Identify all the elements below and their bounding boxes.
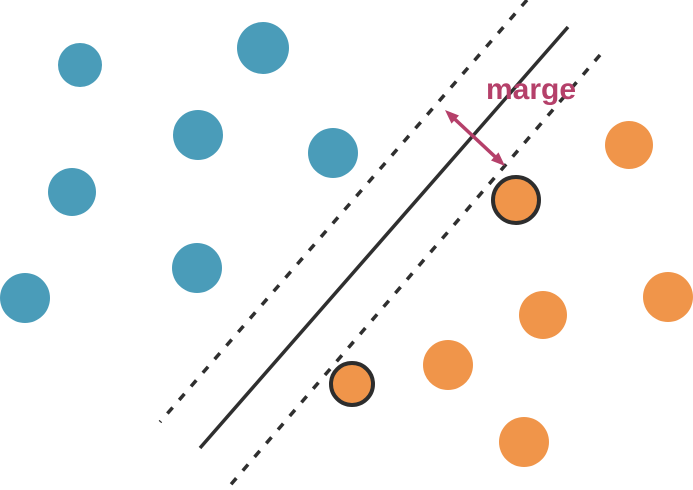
data-point-class-b bbox=[423, 340, 473, 390]
data-point-class-b bbox=[605, 121, 653, 169]
data-point-class-a bbox=[0, 273, 50, 323]
margin-arrow-shaft bbox=[451, 115, 499, 161]
margin-arrowhead-icon bbox=[445, 110, 459, 124]
data-point-class-a bbox=[48, 168, 96, 216]
margin-arrowhead-icon bbox=[491, 152, 505, 166]
data-point-class-b bbox=[643, 272, 693, 322]
data-point-class-b bbox=[499, 417, 549, 467]
margin-line-lower bbox=[225, 53, 602, 490]
margin-label: marge bbox=[486, 73, 576, 106]
support-vector-point bbox=[329, 361, 375, 407]
data-point-class-a bbox=[58, 43, 102, 87]
margin-line-upper bbox=[158, 0, 529, 424]
support-vector-point bbox=[491, 175, 541, 225]
data-point-class-a bbox=[237, 22, 289, 74]
data-point-class-a bbox=[172, 243, 222, 293]
data-point-class-a bbox=[308, 128, 358, 178]
decision-boundary bbox=[198, 25, 570, 450]
data-point-class-a bbox=[173, 110, 223, 160]
data-point-class-b bbox=[519, 291, 567, 339]
